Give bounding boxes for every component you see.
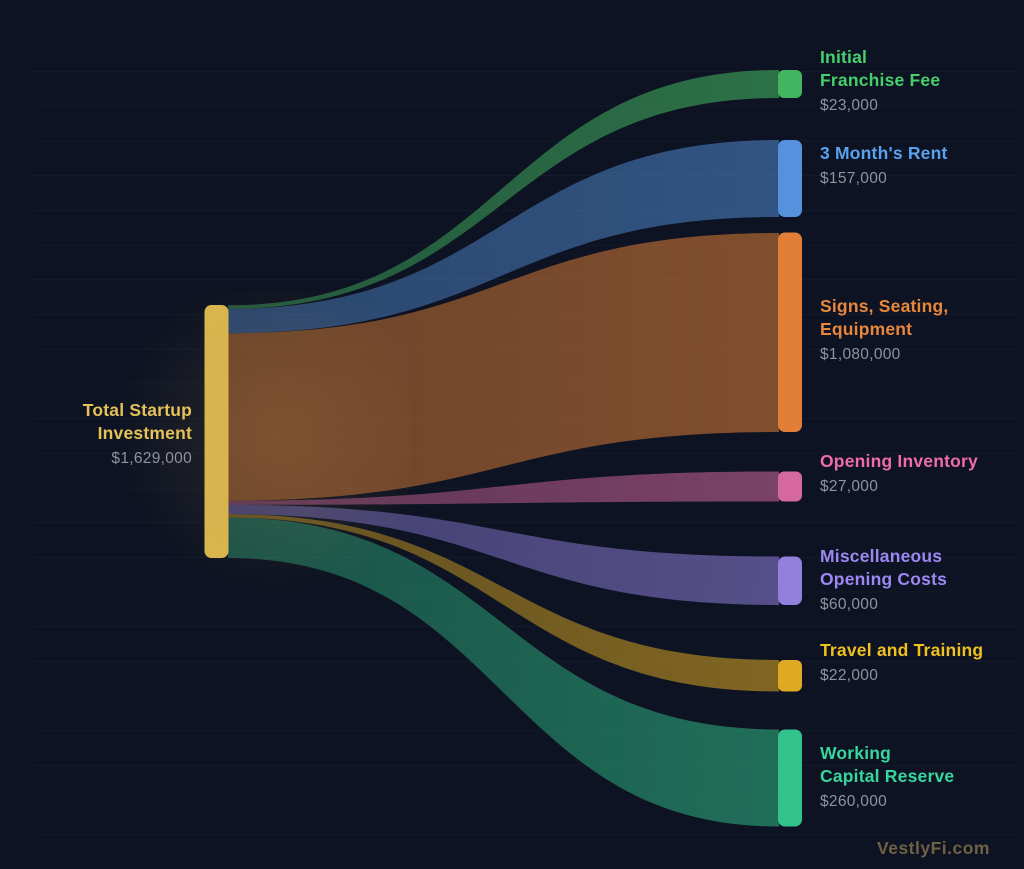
target-label-title: Initial Franchise Fee xyxy=(820,47,941,90)
label-signs-seating-equipment: Signs, Seating, Equipment $1,080,000 xyxy=(820,295,1020,365)
node-working-capital-reserve xyxy=(778,729,802,827)
target-label-value: $23,000 xyxy=(820,97,879,114)
label-total-startup-investment: Total Startup Investment $1,629,000 xyxy=(0,399,192,469)
label-3-months-rent: 3 Month's Rent $157,000 xyxy=(820,142,1020,189)
target-label-title: Miscellaneous Opening Costs xyxy=(820,546,948,589)
target-label-value: $1,080,000 xyxy=(820,346,901,363)
label-working-capital-reserve: Working Capital Reserve $260,000 xyxy=(820,742,1020,812)
node-signs-seating-equipment xyxy=(778,232,802,432)
target-label-value: $27,000 xyxy=(820,478,879,495)
label-travel-and-training: Travel and Training $22,000 xyxy=(820,639,1020,686)
node-initial-franchise-fee xyxy=(778,70,802,98)
node-travel-and-training xyxy=(778,660,802,692)
target-label-value: $260,000 xyxy=(820,793,888,810)
target-label-value: $22,000 xyxy=(820,667,879,684)
label-initial-franchise-fee: Initial Franchise Fee $23,000 xyxy=(820,46,1020,116)
target-label-title: Working Capital Reserve xyxy=(820,743,955,786)
flow-initial-franchise-fee xyxy=(228,70,779,309)
target-label-title: Signs, Seating, Equipment xyxy=(820,296,949,339)
flow-3-months-rent xyxy=(228,140,779,334)
target-label-title: Opening Inventory xyxy=(820,451,978,471)
flow-opening-inventory xyxy=(228,471,779,505)
source-label-value: $1,629,000 xyxy=(111,450,192,467)
target-label-title: 3 Month's Rent xyxy=(820,143,948,163)
target-label-title: Travel and Training xyxy=(820,640,984,660)
flow-signs-seating-equipment xyxy=(228,233,779,501)
source-label-title: Total Startup Investment xyxy=(82,400,192,443)
node-3-months-rent xyxy=(778,140,802,217)
flow-miscellaneous-opening-costs xyxy=(228,504,779,605)
node-miscellaneous-opening-costs xyxy=(778,556,802,605)
flow-travel-and-training xyxy=(228,514,779,692)
node-opening-inventory xyxy=(778,471,802,502)
node-total-startup-investment xyxy=(204,305,229,558)
watermark-link[interactable]: VestlyFi.com xyxy=(877,838,990,858)
label-miscellaneous-opening-costs: Miscellaneous Opening Costs $60,000 xyxy=(820,545,1020,615)
flow-working-capital-reserve xyxy=(228,517,779,827)
label-opening-inventory: Opening Inventory $27,000 xyxy=(820,450,1020,497)
target-label-value: $157,000 xyxy=(820,170,888,187)
target-label-value: $60,000 xyxy=(820,596,879,613)
